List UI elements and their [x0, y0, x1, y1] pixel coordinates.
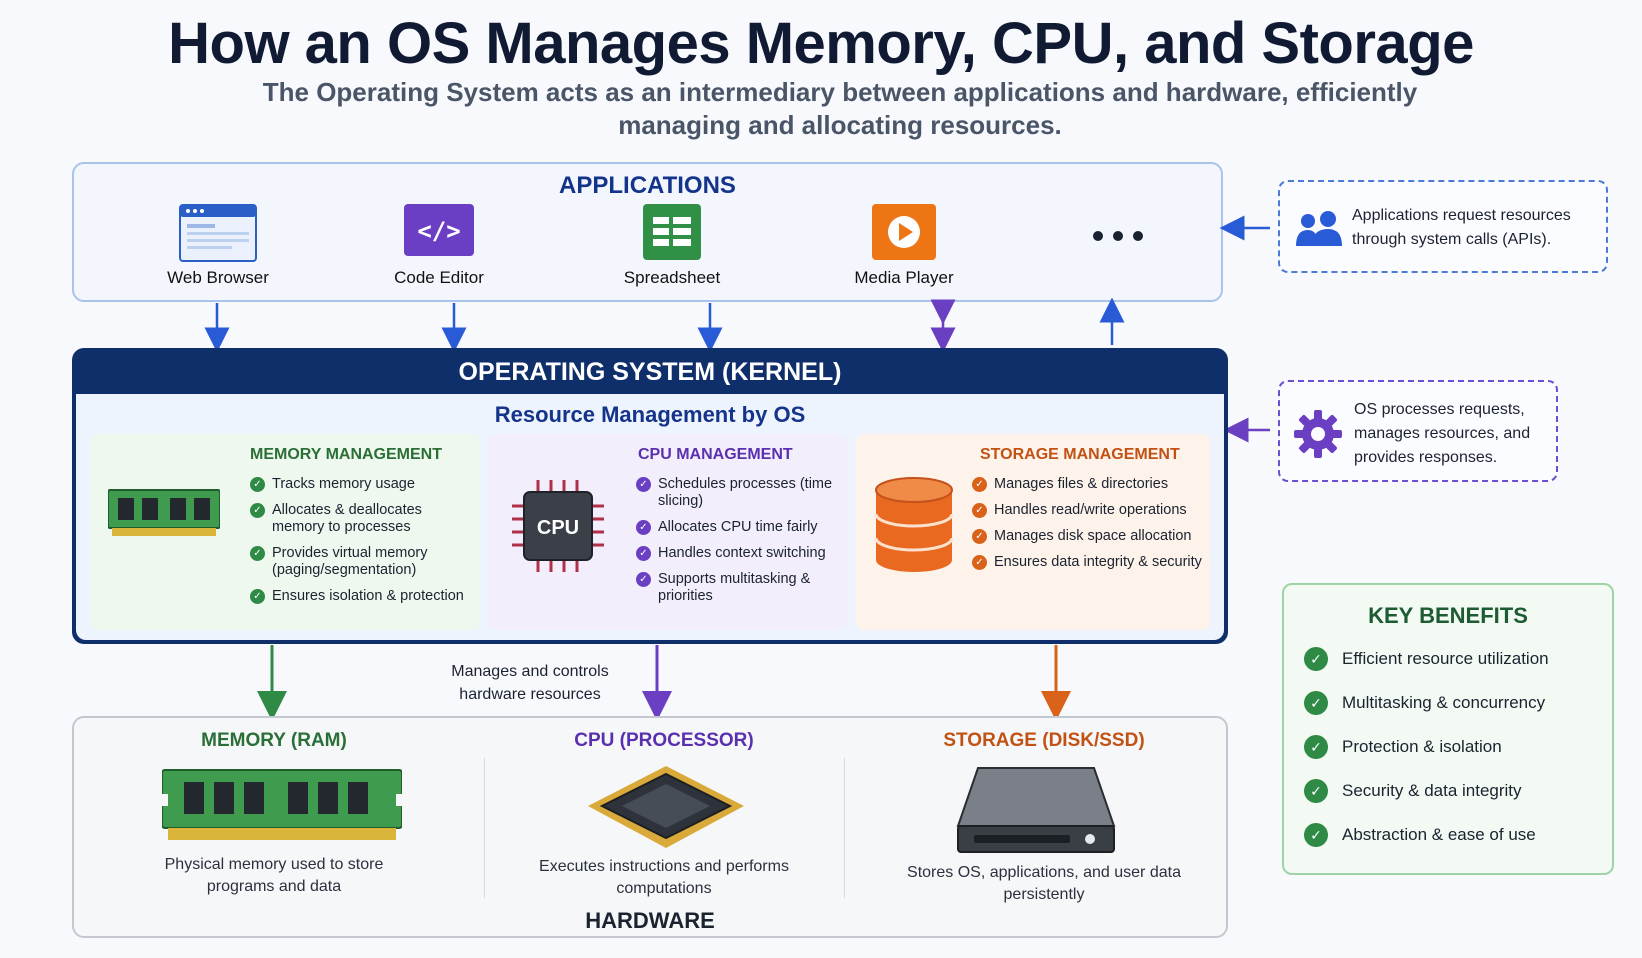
memory-management-title: MEMORY MANAGEMENT: [250, 446, 442, 463]
check-icon: ✓: [972, 503, 987, 518]
kernel-panel: OPERATING SYSTEM (KERNEL) Resource Manag…: [72, 348, 1228, 644]
key-benefits-panel: KEY BENEFITS ✓Efficient resource utiliza…: [1282, 583, 1614, 875]
check-icon: ✓: [972, 555, 987, 570]
app-code-editor[interactable]: </> Code Editor: [364, 204, 514, 287]
list-item: ✓Ensures data integrity & security: [972, 554, 1204, 571]
cpu-chip-label: CPU: [537, 517, 579, 539]
memory-management-card: MEMORY MANAGEMENT ✓Tracks memory usage ✓…: [90, 434, 480, 630]
manages-hardware-label: Manages and controls hardware resources: [451, 663, 609, 703]
app-web-browser[interactable]: Web Browser: [143, 204, 293, 287]
check-icon: ✓: [250, 546, 265, 561]
divider: [844, 758, 845, 898]
callout-app-requests: Applications request resources through s…: [1278, 180, 1608, 273]
app-spreadsheet[interactable]: Spreadsheet: [597, 204, 747, 287]
hardware-memory-title: MEMORY (RAM): [201, 730, 347, 751]
list-item: ✓Security & data integrity: [1304, 779, 1549, 823]
check-icon: ✓: [972, 477, 987, 492]
app-label: Code Editor: [394, 268, 484, 287]
callout-text: Applications request resources through s…: [1352, 207, 1571, 248]
code-icon: </>: [404, 204, 474, 256]
applications-title: APPLICATIONS: [559, 172, 736, 199]
svg-text:</>: </>: [417, 217, 460, 245]
hardware-cpu-title: CPU (PROCESSOR): [574, 730, 754, 751]
hardware-storage-desc: Stores OS, applications, and user data p…: [907, 864, 1181, 903]
check-icon: ✓: [1304, 779, 1328, 803]
list-item: ✓Manages files & directories: [972, 476, 1204, 493]
page-title: How an OS Manages Memory, CPU, and Stora…: [168, 11, 1474, 76]
storage-management-title: STORAGE MANAGEMENT: [980, 446, 1180, 463]
list-item: ✓Allocates CPU time fairly: [636, 519, 841, 536]
hardware-cpu-desc: Executes instructions and performs compu…: [539, 858, 789, 897]
list-item: ✓Tracks memory usage: [250, 476, 475, 493]
key-benefits-list: ✓Efficient resource utilization ✓Multita…: [1304, 647, 1549, 867]
check-icon: ✓: [250, 477, 265, 492]
list-item: ✓Handles read/write operations: [972, 502, 1204, 519]
cpu-chip-icon: CPU: [512, 480, 604, 572]
check-icon: ✓: [636, 520, 651, 535]
users-icon: [1296, 211, 1342, 246]
list-item: ✓Manages disk space allocation: [972, 528, 1204, 545]
storage-management-list: ✓Manages files & directories ✓Handles re…: [972, 476, 1204, 580]
app-label: Spreadsheet: [623, 268, 721, 287]
list-item: ✓Provides virtual memory (paging/segment…: [250, 545, 475, 579]
list-item: ✓Ensures isolation & protection: [250, 588, 475, 605]
check-icon: ✓: [1304, 647, 1328, 671]
storage-management-card: STORAGE MANAGEMENT ✓Manages files & dire…: [856, 434, 1210, 630]
list-item: ✓Efficient resource utilization: [1304, 647, 1549, 691]
check-icon: ✓: [1304, 691, 1328, 715]
list-item: ✓Allocates & deallocates memory to proce…: [250, 502, 475, 536]
resource-management-title: Resource Management by OS: [494, 402, 806, 427]
gear-icon: [1294, 410, 1342, 458]
app-label: Web Browser: [167, 268, 269, 287]
check-icon: ✓: [972, 529, 987, 544]
memory-management-list: ✓Tracks memory usage ✓Allocates & deallo…: [250, 476, 475, 614]
hardware-label: HARDWARE: [585, 908, 715, 933]
hard-disk-icon: [956, 767, 1116, 853]
database-icon: [874, 477, 954, 572]
resource-management-panel: Resource Management by OS MEMORY MANAGEM…: [76, 394, 1224, 640]
kernel-title: OPERATING SYSTEM (KERNEL): [458, 358, 842, 386]
ellipsis-icon[interactable]: [1092, 229, 1144, 243]
list-item: ✓Supports multitasking & priorities: [636, 571, 841, 605]
app-label: Media Player: [854, 268, 954, 287]
list-item: ✓Handles context switching: [636, 545, 841, 562]
app-media-player[interactable]: Media Player: [829, 204, 979, 287]
cpu-management-title: CPU MANAGEMENT: [638, 446, 793, 463]
page-subtitle: The Operating System acts as an intermed…: [262, 77, 1418, 140]
list-item: ✓Protection & isolation: [1304, 735, 1549, 779]
check-icon: ✓: [636, 477, 651, 492]
check-icon: ✓: [636, 572, 651, 587]
callout-text: OS processes requests, manages resources…: [1354, 401, 1531, 466]
ram-module-icon: [162, 769, 402, 840]
cpu-management-list: ✓Schedules processes (time slicing) ✓All…: [636, 476, 841, 614]
hardware-memory-desc: Physical memory used to store programs a…: [164, 856, 384, 895]
check-icon: ✓: [250, 589, 265, 604]
spreadsheet-icon: [643, 204, 701, 260]
cpu-management-card: CPU MANAGEMENT CPU ✓Schedules processes …: [488, 434, 848, 630]
list-item: ✓Schedules processes (time slicing): [636, 476, 841, 510]
processor-icon: [588, 766, 744, 848]
check-icon: ✓: [1304, 735, 1328, 759]
key-benefits-title: KEY BENEFITS: [1368, 603, 1528, 628]
browser-icon: [179, 204, 257, 262]
play-icon: [872, 204, 936, 260]
hardware-storage-title: STORAGE (DISK/SSD): [943, 730, 1145, 751]
ram-icon: [108, 489, 220, 536]
list-item: ✓Multitasking & concurrency: [1304, 691, 1549, 735]
list-item: ✓Abstraction & ease of use: [1304, 823, 1549, 867]
callout-os-processes: OS processes requests, manages resources…: [1278, 380, 1558, 482]
check-icon: ✓: [250, 503, 265, 518]
check-icon: ✓: [636, 546, 651, 561]
check-icon: ✓: [1304, 823, 1328, 847]
hardware-panel: MEMORY (RAM) Physical memory used to sto…: [72, 716, 1228, 938]
divider: [484, 758, 485, 898]
